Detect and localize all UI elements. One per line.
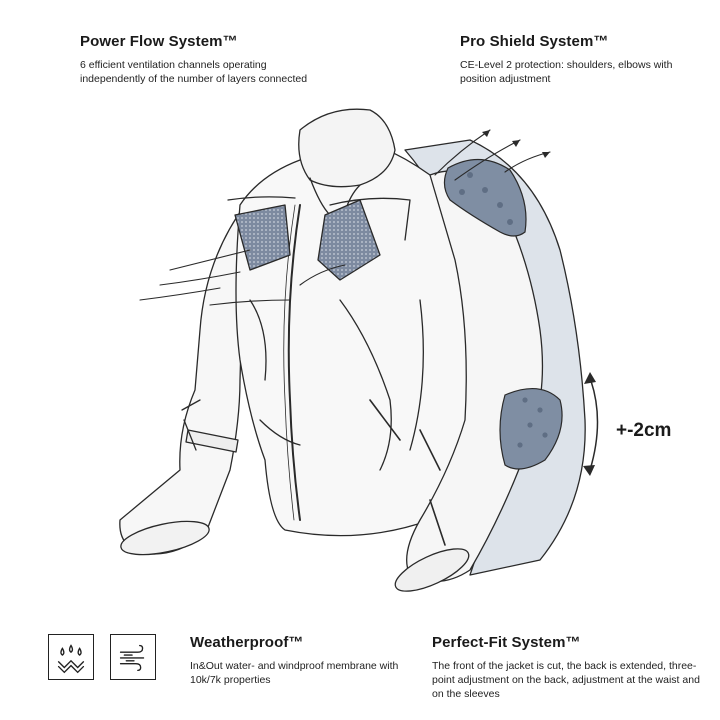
pro-shield-title: Pro Shield System™ bbox=[460, 33, 609, 50]
perfect-fit-title: Perfect-Fit System™ bbox=[432, 634, 581, 651]
jacket-left-sleeve bbox=[119, 204, 246, 555]
shoulder-protector bbox=[443, 158, 527, 237]
water-drops-icon bbox=[48, 634, 94, 680]
pro-shield-section: Pro Shield System™ CE-Level 2 protection… bbox=[460, 33, 700, 86]
weatherproof-title: Weatherproof™ bbox=[190, 634, 304, 651]
vent-right bbox=[317, 199, 381, 281]
jacket-collar bbox=[298, 108, 396, 188]
adjustment-arrow bbox=[589, 377, 599, 471]
center-zip bbox=[287, 204, 301, 521]
airflow-arrow bbox=[169, 249, 251, 271]
power-flow-title: Power Flow System™ bbox=[80, 33, 238, 50]
left-cuff bbox=[120, 520, 210, 556]
right-cuff bbox=[394, 548, 470, 592]
power-flow-section: Power Flow System™ 6 efficient ventilati… bbox=[80, 33, 330, 86]
perfect-fit-section: Perfect-Fit System™ The front of the jac… bbox=[432, 634, 702, 701]
jacket-right-sleeve bbox=[406, 170, 544, 583]
pro-shield-text: CE-Level 2 protection: shoulders, elbows… bbox=[460, 59, 673, 85]
wind-icon bbox=[110, 634, 156, 680]
weatherproof-section: Weatherproof™ In&Out water- and windproo… bbox=[190, 634, 410, 687]
perfect-fit-text: The front of the jacket is cut, the back… bbox=[432, 660, 700, 700]
elbow-protector bbox=[499, 388, 563, 470]
weatherproof-text: In&Out water- and windproof membrane wit… bbox=[190, 660, 399, 686]
power-flow-text: 6 efficient ventilation channels operati… bbox=[80, 59, 308, 85]
adjustment-label: +-2cm bbox=[616, 420, 672, 441]
